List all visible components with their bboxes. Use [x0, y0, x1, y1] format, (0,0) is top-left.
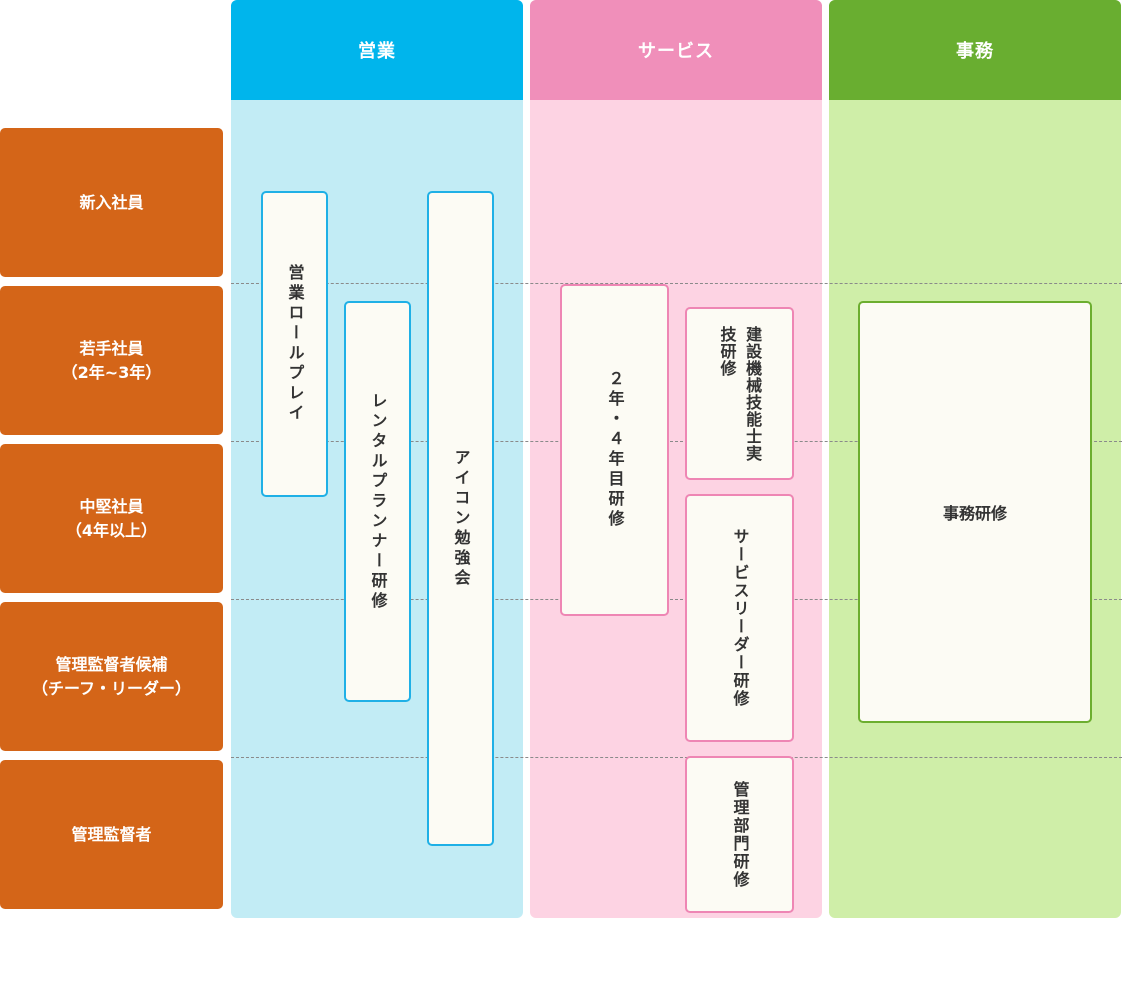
- training-icon-study-label: アイコン勉強会: [451, 448, 471, 589]
- row-separator: [231, 441, 1122, 442]
- training-year-2-4: ２年・４年目研修: [560, 284, 669, 616]
- column-header-sales-label: 営業: [358, 41, 396, 62]
- row-label-new-employee: 新入社員: [0, 128, 223, 277]
- training-service-leader: サービスリーダー研修: [685, 494, 794, 742]
- row-label-manager: 管理監督者: [0, 760, 223, 909]
- training-office: 事務研修: [858, 301, 1092, 723]
- column-header-office-label: 事務: [956, 41, 994, 62]
- training-service-leader-label: サービスリーダー研修: [730, 528, 750, 708]
- training-year-2-4-label: ２年・４年目研修: [605, 370, 625, 530]
- row-separator: [231, 757, 1122, 758]
- row-label-manager-candidate: 管理監督者候補 （チーフ・リーダー）: [0, 602, 223, 751]
- column-header-office: 事務: [829, 0, 1121, 100]
- training-office-label: 事務研修: [942, 504, 1007, 523]
- training-management-dept-label: 管理部門研修: [730, 780, 750, 889]
- training-management-dept: 管理部門研修: [685, 756, 794, 913]
- row-separator: [231, 283, 1122, 284]
- column-header-service-label: サービス: [638, 41, 714, 62]
- column-header-sales: 営業: [231, 0, 523, 100]
- row-separator: [231, 599, 1122, 600]
- row-label-young-employee: 若手社員 （2年~3年）: [0, 286, 223, 435]
- training-rental-planner: レンタルプランナー研修: [344, 301, 411, 702]
- column-header-service: サービス: [530, 0, 822, 100]
- training-machinery-skills-label: 建設機械技能士実技研修: [717, 325, 763, 462]
- row-label-mid-employee: 中堅社員 （4年以上）: [0, 444, 223, 593]
- training-rental-planner-label: レンタルプランナー研修: [368, 391, 388, 612]
- training-sales-roleplay: 営業ロールプレイ: [261, 191, 328, 497]
- training-sales-roleplay-label: 営業ロールプレイ: [285, 264, 305, 424]
- training-icon-study: アイコン勉強会: [427, 191, 494, 846]
- training-machinery-skills: 建設機械技能士実技研修: [685, 307, 794, 480]
